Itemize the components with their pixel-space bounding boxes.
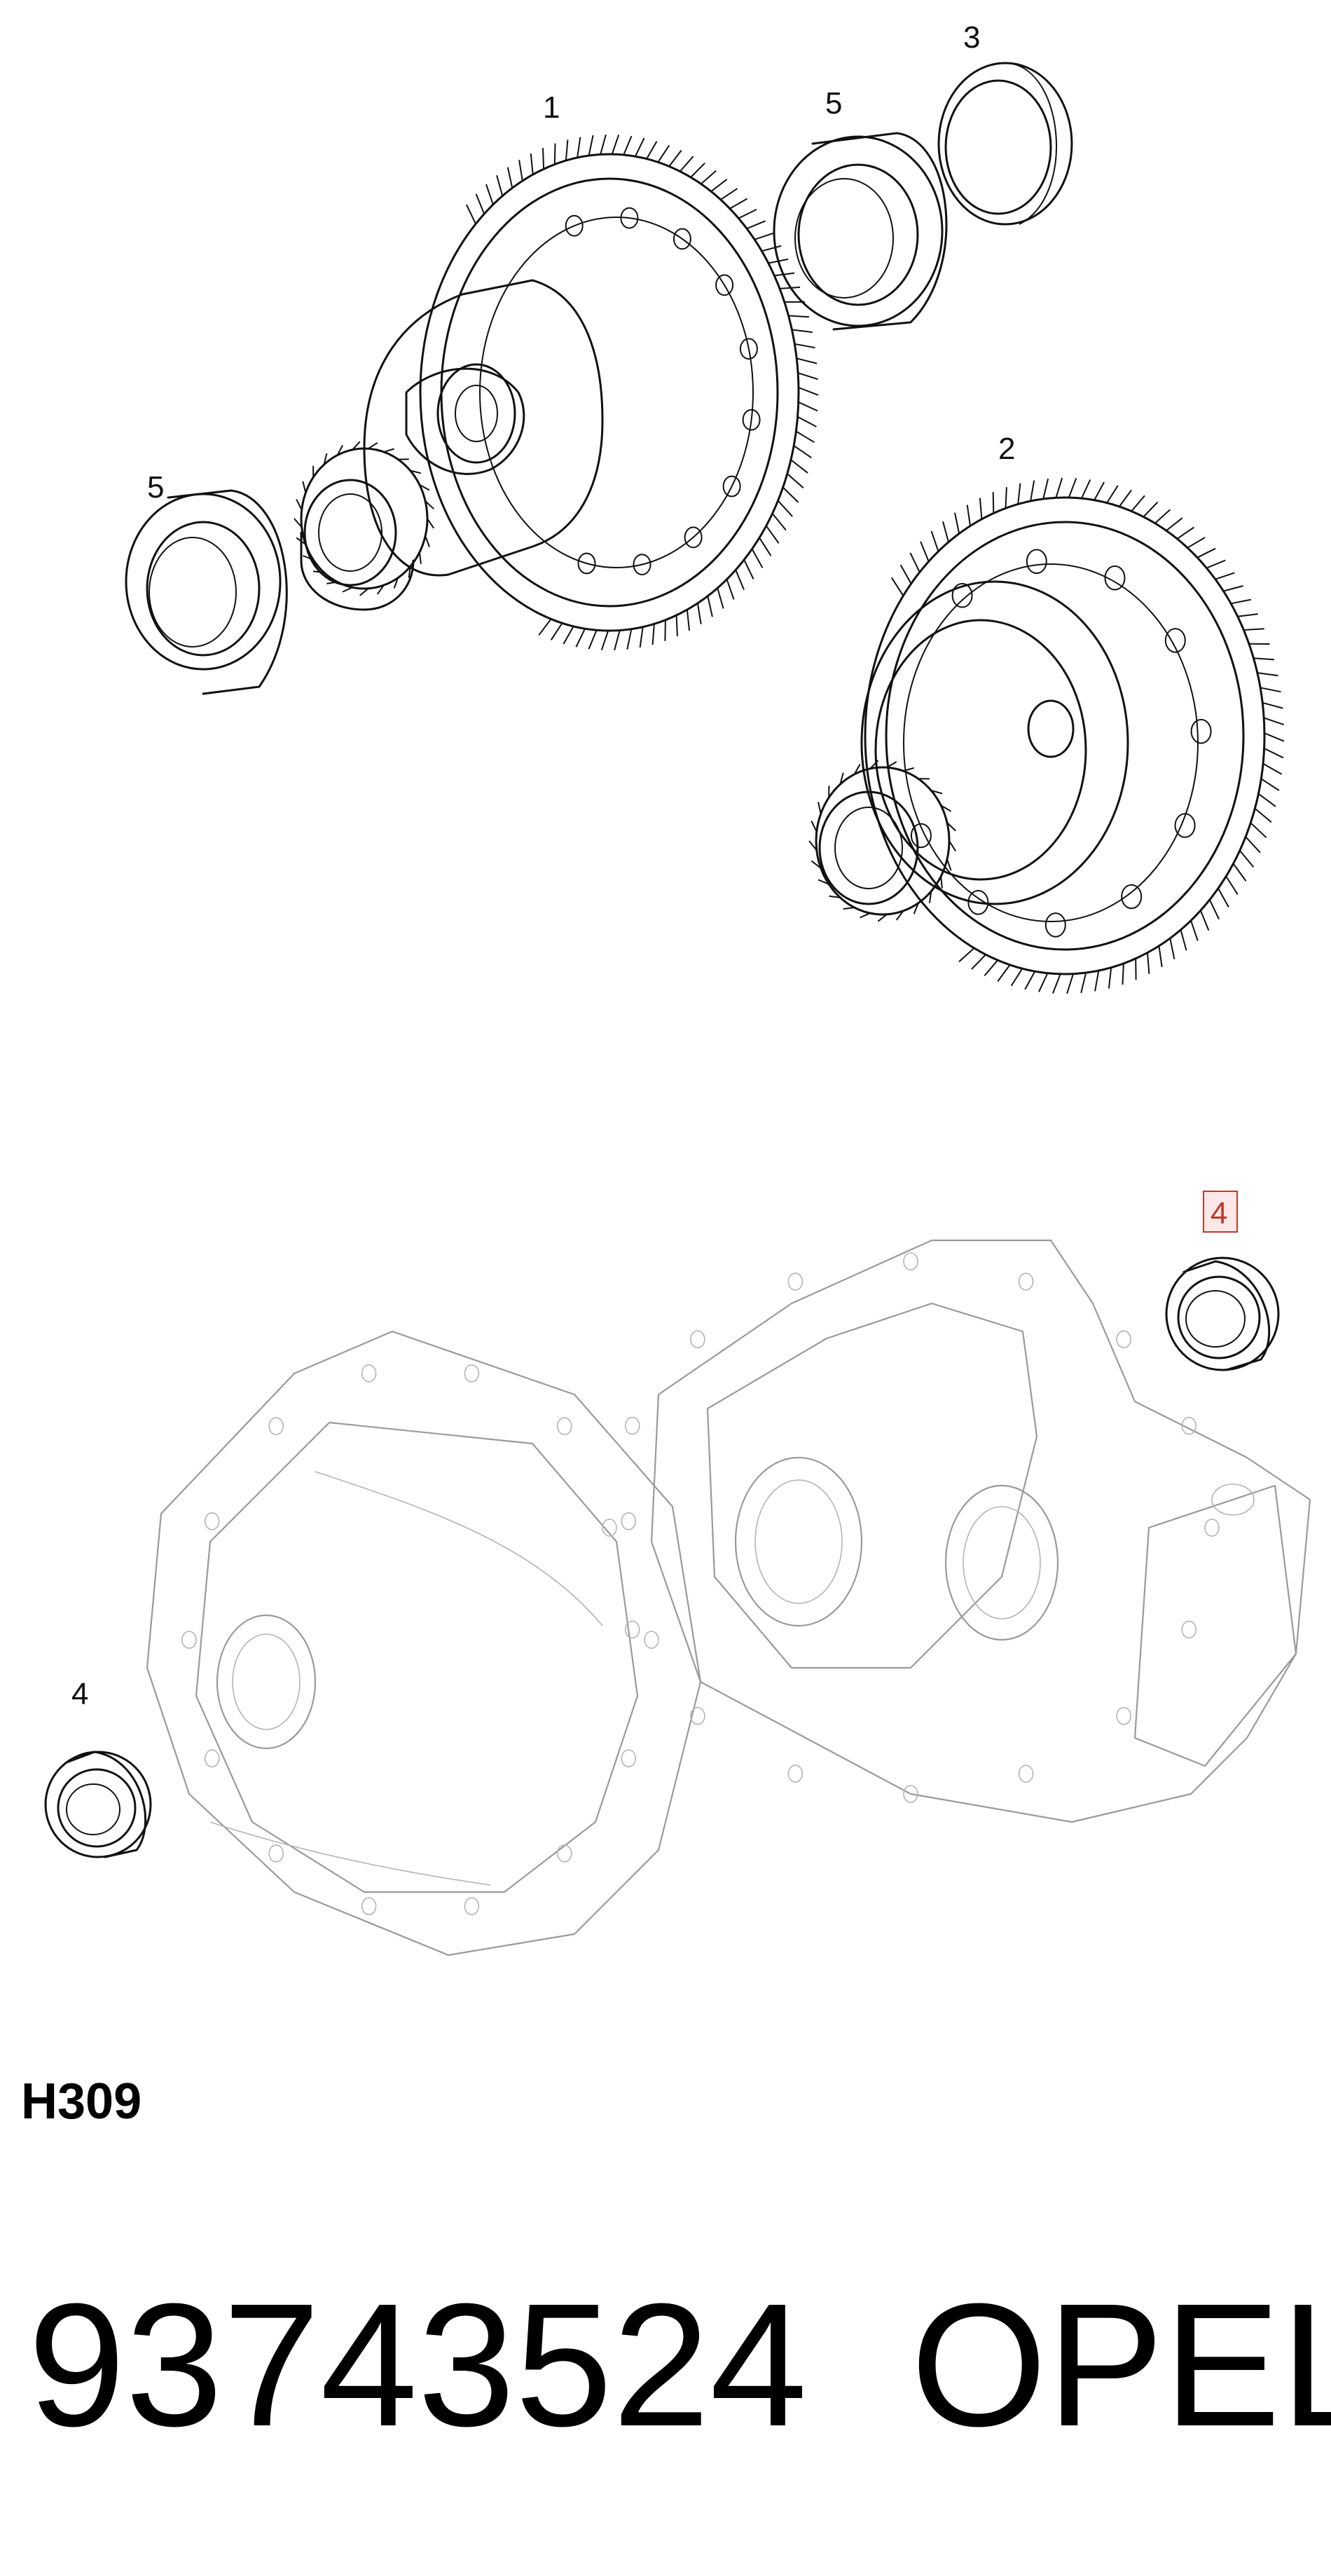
bolt-hole bbox=[577, 552, 596, 575]
bolt-hole bbox=[268, 1417, 284, 1435]
differential-assembly-2[interactable] bbox=[808, 477, 1285, 994]
bolt-hole bbox=[1164, 628, 1186, 653]
bolt-hole bbox=[565, 214, 584, 237]
callout-4-top[interactable]: 4 bbox=[1211, 1196, 1227, 1231]
bolt-hole bbox=[690, 1330, 705, 1349]
bearing-race-5-left[interactable] bbox=[125, 489, 288, 695]
bolt-hole bbox=[742, 409, 761, 431]
bolt-hole bbox=[903, 1252, 918, 1270]
bolt-hole bbox=[464, 1364, 480, 1383]
gear-tooth-lines bbox=[808, 760, 957, 922]
bolt-hole bbox=[464, 1897, 480, 1915]
bolt-hole bbox=[722, 475, 741, 498]
bolt-hole bbox=[1181, 1416, 1197, 1435]
bolt-hole bbox=[787, 1765, 804, 1783]
bolt-hole bbox=[624, 1620, 640, 1639]
bolt-hole bbox=[1018, 1273, 1034, 1291]
bearing-4-right[interactable] bbox=[1165, 1256, 1280, 1371]
ring-gear-teeth bbox=[890, 477, 1285, 994]
bolt-hole bbox=[361, 1897, 377, 1915]
bolt-hole bbox=[951, 582, 973, 608]
part-number: 93743524 bbox=[28, 2267, 808, 2462]
bolt-hole bbox=[1204, 1519, 1220, 1537]
bolt-hole bbox=[361, 1364, 377, 1383]
bearing-race-5-top[interactable] bbox=[773, 132, 948, 331]
bolt-hole bbox=[1104, 565, 1126, 591]
bolt-hole bbox=[787, 1273, 804, 1291]
bolt-hole bbox=[684, 526, 703, 549]
bolt-hole bbox=[739, 338, 758, 360]
gear-tooth-lines bbox=[890, 477, 1285, 994]
bolt-hole bbox=[204, 1512, 220, 1530]
differential-assembly-1[interactable] bbox=[294, 134, 819, 651]
callout-5-left[interactable]: 5 bbox=[147, 470, 164, 505]
bolt-hole bbox=[624, 1416, 640, 1435]
diagram-code: H309 bbox=[21, 2074, 142, 2130]
bolt-hole bbox=[1018, 1765, 1034, 1783]
bolt-hole bbox=[621, 1512, 637, 1530]
gear-tooth-lines bbox=[294, 441, 435, 596]
bolt-hole bbox=[1116, 1706, 1131, 1725]
gearbox-housing-ghost bbox=[602, 1239, 1311, 1823]
brand-name: OPEL bbox=[911, 2267, 1331, 2462]
callout-3[interactable]: 3 bbox=[963, 20, 980, 55]
bolt-hole bbox=[1026, 549, 1047, 575]
bolt-hole bbox=[910, 823, 932, 849]
ring-gear-bolts bbox=[910, 549, 1212, 938]
bolt-hole bbox=[1116, 1330, 1131, 1349]
bolt-hole bbox=[644, 1631, 659, 1649]
bolt-hole bbox=[1181, 1620, 1197, 1639]
bolt-hole bbox=[556, 1417, 572, 1435]
hub-splines bbox=[294, 441, 435, 596]
clutch-housing-ghost bbox=[146, 1330, 702, 1957]
shim-ring-3[interactable] bbox=[937, 62, 1073, 226]
callout-1[interactable]: 1 bbox=[543, 90, 560, 125]
bolt-hole bbox=[1174, 813, 1196, 838]
bearing-4-left[interactable] bbox=[44, 1751, 152, 1858]
callout-2[interactable]: 2 bbox=[998, 432, 1015, 466]
callout-4-bottom[interactable]: 4 bbox=[71, 1677, 88, 1711]
bolt-hole bbox=[181, 1631, 197, 1649]
bolt-hole bbox=[715, 274, 734, 296]
bolt-hole bbox=[967, 890, 989, 915]
bolt-hole bbox=[1121, 884, 1143, 910]
bolt-hole bbox=[690, 1706, 705, 1725]
bolt-hole bbox=[204, 1749, 220, 1767]
bolt-hole bbox=[620, 207, 639, 229]
bolt-hole bbox=[1044, 912, 1066, 938]
callout-5-top[interactable]: 5 bbox=[825, 86, 842, 121]
bolt-hole bbox=[602, 1519, 617, 1537]
bolt-hole bbox=[556, 1844, 572, 1863]
bolt-hole bbox=[1190, 718, 1212, 744]
bolt-hole bbox=[903, 1785, 918, 1803]
bolt-hole bbox=[268, 1844, 284, 1863]
bolt-hole bbox=[633, 554, 651, 575]
bolt-hole bbox=[621, 1749, 637, 1767]
callout-4-highlight-box bbox=[1203, 1191, 1238, 1233]
bolt-hole bbox=[673, 228, 691, 250]
ring-gear-bolts bbox=[565, 207, 761, 575]
hub-splines bbox=[808, 760, 957, 922]
